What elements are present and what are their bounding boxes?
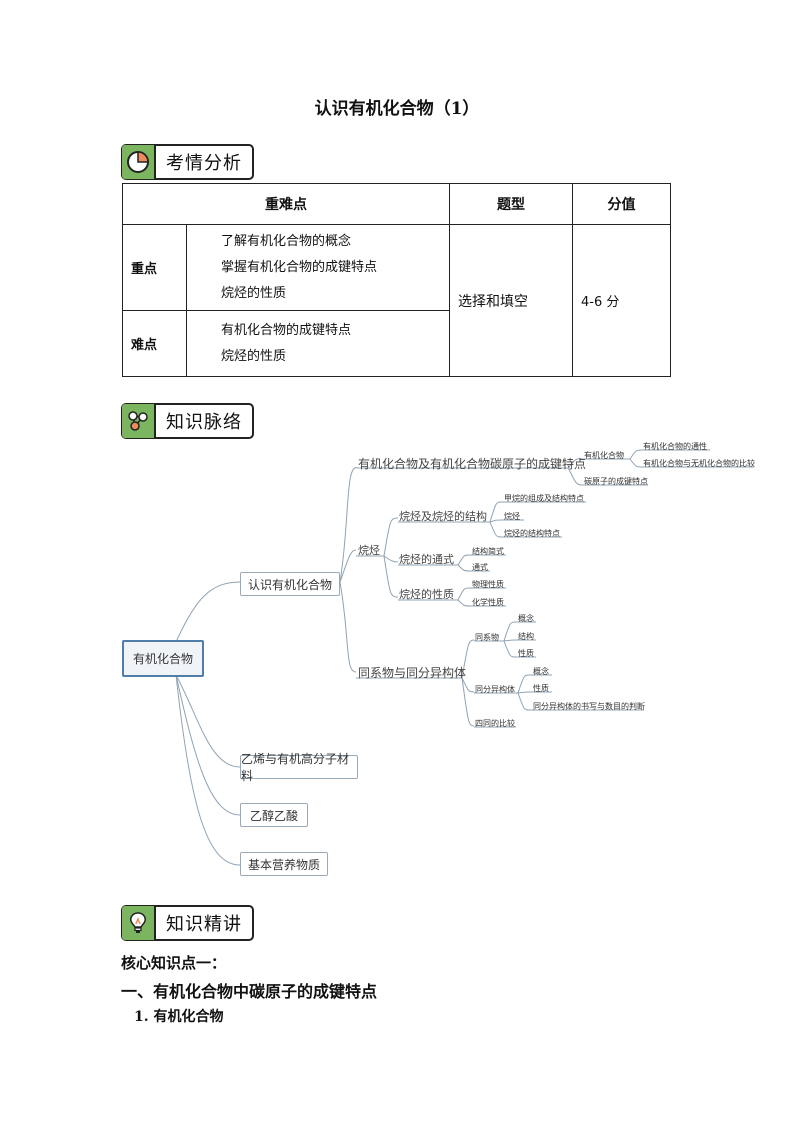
mindmap-node: 同系物 xyxy=(475,633,499,642)
mindmap-node: 结构简式 xyxy=(472,547,504,556)
section-header-knowledge-detail: 知识精讲 xyxy=(121,905,254,941)
mindmap-node: 四同的比较 xyxy=(475,719,515,728)
key-item: 烷烃的性质 xyxy=(221,285,287,301)
hard-items: 有机化合物的成键特点 烷烃的性质 xyxy=(186,310,450,377)
mindmap-node: 同分异构体的书写与数目的判断 xyxy=(533,702,645,711)
mindmap-node: 甲烷的组成及结构特点 xyxy=(504,494,584,503)
key-item: 掌握有机化合物的成键特点 xyxy=(221,259,378,275)
core-heading: 核心知识点一： xyxy=(121,954,227,972)
mindmap-node: 烷烃的性质 xyxy=(399,588,454,601)
question-type-cell: 选择和填空 xyxy=(449,224,573,377)
section-header-knowledge-map: 知识脉络 xyxy=(121,403,254,439)
section-label: 知识脉络 xyxy=(166,412,242,433)
hard-label: 难点 xyxy=(122,310,187,377)
pie-chart-icon xyxy=(122,145,156,179)
mindmap-node: 结构 xyxy=(518,632,534,641)
key-label: 重点 xyxy=(122,224,187,311)
key-items: 了解有机化合物的概念 掌握有机化合物的成键特点 烷烃的性质 xyxy=(186,224,450,311)
mindmap-node: 有机化合物 xyxy=(584,451,624,460)
heading-1: 一、有机化合物中碳原子的成键特点 xyxy=(121,982,378,1001)
mindmap-root: 有机化合物 xyxy=(122,640,204,677)
mindmap-node: 烷烃 xyxy=(504,512,520,521)
subheading-1: 1. 有机化合物 xyxy=(134,1009,224,1025)
mindmap-node: 有机化合物及有机化合物碳原子的成键特点 xyxy=(358,457,587,471)
mindmap-node: 烷烃及烷烃的结构 xyxy=(399,510,487,523)
mindmap-node: 概念 xyxy=(533,667,549,676)
mindmap-node: 物理性质 xyxy=(472,580,504,589)
table-header-key-points: 重难点 xyxy=(122,183,450,225)
section-label: 知识精讲 xyxy=(166,914,242,935)
mindmap-node: 有机化合物的通性 xyxy=(643,442,707,451)
mindmap-node: 同系物与同分异构体 xyxy=(358,666,467,680)
hard-item: 有机化合物的成键特点 xyxy=(221,322,352,338)
mindmap-node: 有机化合物与无机化合物的比较 xyxy=(643,459,755,468)
mindmap-node: 通式 xyxy=(472,563,488,572)
mindmap-branch-1: 认识有机化合物 xyxy=(240,572,340,596)
mindmap-node: 碳原子的成键特点 xyxy=(584,477,648,486)
key-item: 了解有机化合物的概念 xyxy=(221,233,352,249)
network-icon xyxy=(122,404,156,438)
section-header-exam-analysis: 考情分析 xyxy=(121,144,254,180)
lightbulb-icon xyxy=(122,906,156,940)
table-header-score: 分值 xyxy=(572,183,671,225)
mindmap-branch-3: 乙醇乙酸 xyxy=(240,803,308,827)
page-title: 认识有机化合物（1） xyxy=(314,99,480,119)
exam-analysis-table: 重难点 题型 分值 重点 了解有机化合物的概念 掌握有机化合物的成键特点 烷烃的… xyxy=(122,183,671,377)
score-cell: 4-6 分 xyxy=(572,224,671,377)
mindmap-node: 概念 xyxy=(518,614,534,623)
mindmap-node: 烷烃 xyxy=(358,544,380,557)
mindmap-node: 化学性质 xyxy=(472,598,504,607)
mindmap-node: 性质 xyxy=(533,684,549,693)
mindmap-node: 烷烃的通式 xyxy=(399,553,454,566)
mindmap-branch-4: 基本营养物质 xyxy=(240,852,328,876)
mindmap-node: 同分异构体 xyxy=(475,685,515,694)
mindmap-node: 性质 xyxy=(518,649,534,658)
mindmap-branch-2: 乙烯与有机高分子材料 xyxy=(240,752,358,783)
hard-item: 烷烃的性质 xyxy=(221,348,287,364)
mindmap-node: 烷烃的结构特点 xyxy=(504,529,560,538)
section-label: 考情分析 xyxy=(166,153,242,174)
